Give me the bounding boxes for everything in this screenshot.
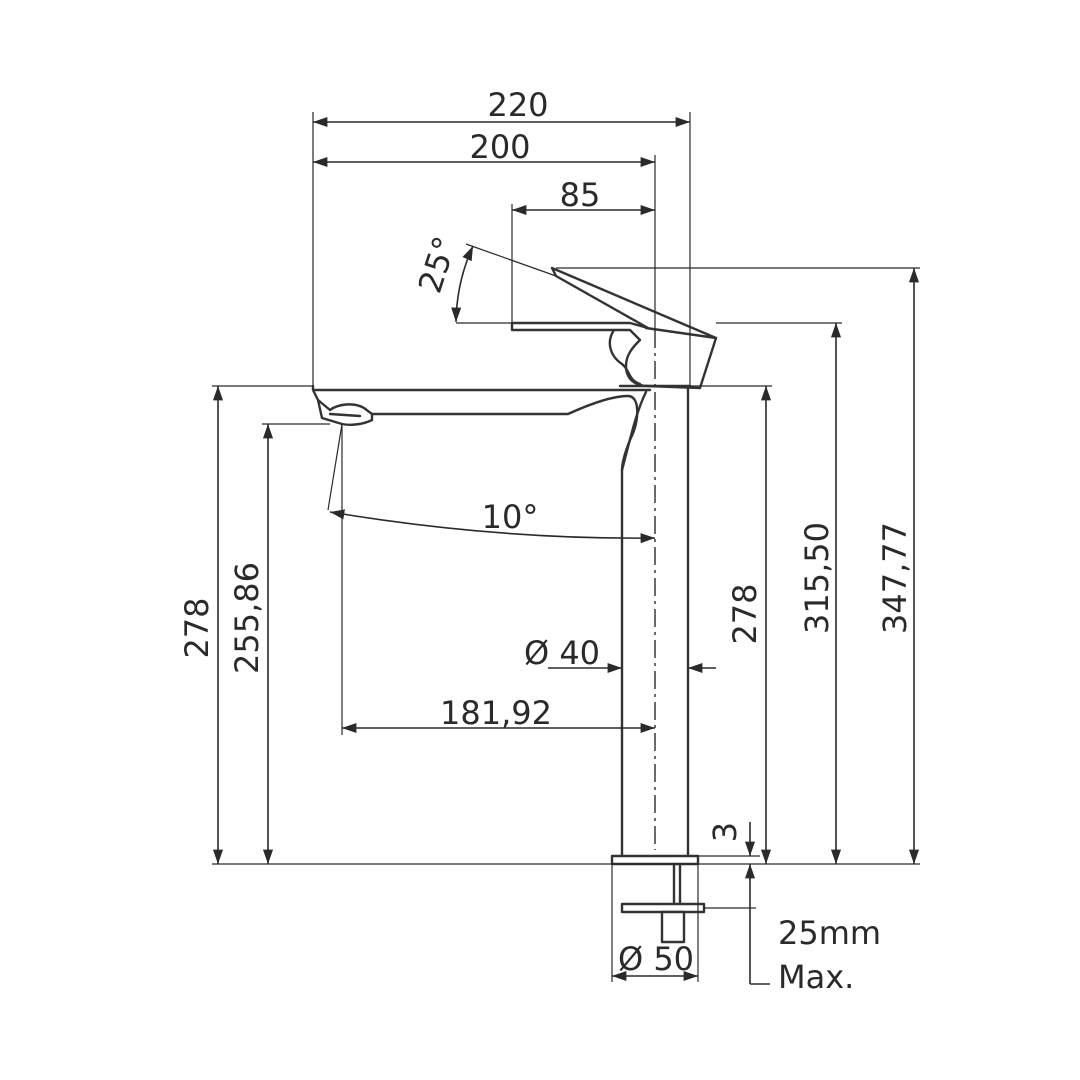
faucet-body <box>311 266 718 944</box>
dim-label-max: Max. <box>778 958 854 996</box>
dim-label-220: 220 <box>487 86 548 124</box>
dim-label-25deg: 25° <box>411 232 465 298</box>
dim-label-255-86: 255,86 <box>228 562 266 674</box>
dim-3: 3 <box>698 822 760 880</box>
dim-181-92: 181,92 <box>342 694 655 734</box>
dim-angle-25: 25° <box>411 232 557 324</box>
dim-315-50: 315,50 <box>716 322 842 864</box>
dim-angle-10: 10° <box>327 423 656 735</box>
dim-85: 85 <box>511 176 655 328</box>
aerator <box>316 398 374 426</box>
dim-label-85: 85 <box>560 176 601 214</box>
dim-25mm-max: 25mm Max. <box>704 870 881 996</box>
dim-label-315-50: 315,50 <box>798 522 836 634</box>
dim-label-25mm: 25mm <box>778 914 881 952</box>
dim-278-right: 278 <box>690 385 772 864</box>
base-plate <box>610 854 700 866</box>
dim-label-278-left: 278 <box>178 597 216 658</box>
dim-278-left: 278 <box>178 385 313 864</box>
dim-diameter-50: Ø 50 <box>611 864 699 982</box>
dim-label-d50: Ø 50 <box>618 940 694 978</box>
lever-handle <box>510 266 718 390</box>
dim-200: 200 <box>313 128 656 330</box>
dim-label-3: 3 <box>706 822 744 842</box>
dim-label-d40: Ø 40 <box>524 634 600 672</box>
dim-label-278-right: 278 <box>726 583 764 644</box>
dim-label-181-92: 181,92 <box>440 694 552 732</box>
dim-255-86: 255,86 <box>228 423 330 864</box>
dim-diameter-40: Ø 40 <box>524 634 716 674</box>
dim-label-200: 200 <box>469 128 530 166</box>
dim-label-10deg: 10° <box>482 498 539 536</box>
dim-347-77: 347,77 <box>556 267 920 864</box>
dim-label-347-77: 347,77 <box>876 522 914 634</box>
